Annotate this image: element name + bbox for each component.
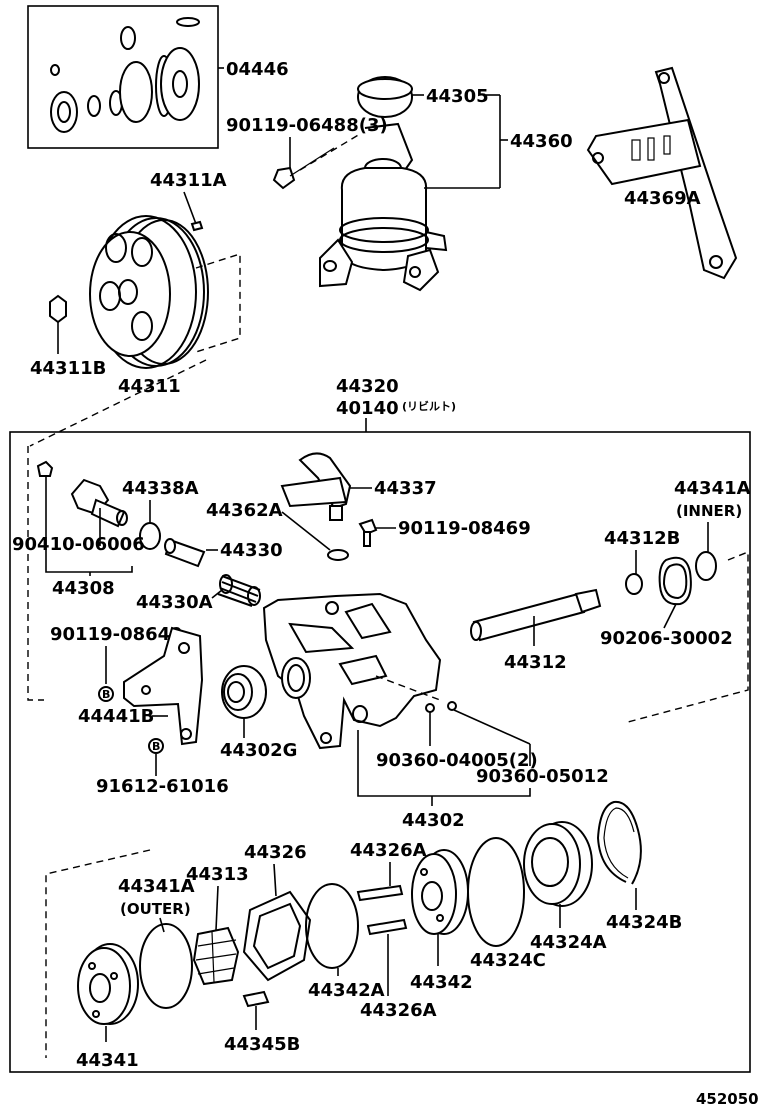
label-44341A-inner: 44341A <box>674 478 751 499</box>
label-40140-note: (リビルト) <box>402 399 456 413</box>
label-90360-04005: 90360-04005(2) <box>376 750 538 771</box>
cam-ring-44326: 44326 <box>242 842 312 982</box>
label-44337: 44337 <box>374 478 437 499</box>
bolt-90119-06488: 90119-06488(3) <box>226 115 388 190</box>
label-44312: 44312 <box>504 652 567 673</box>
valve-44308: 44338A 90410-06006 44308 <box>12 460 199 599</box>
label-44324B: 44324B <box>606 912 682 933</box>
label-90206-30002: 90206-30002 <box>600 628 733 649</box>
label-44441B: 44441B <box>78 706 154 727</box>
label-44302: 44302 <box>402 810 465 831</box>
diagram-code: 452050B <box>696 1090 760 1108</box>
oring-44362A: 44362A <box>206 500 349 561</box>
label-44360: 44360 <box>510 131 573 152</box>
label-90119-08469: 90119-08469 <box>398 518 531 539</box>
label-44320: 44320 <box>336 376 399 397</box>
label-44308: 44308 <box>52 578 115 599</box>
reservoir-assembly: 44305 44360 <box>319 76 573 292</box>
label-44362A: 44362A <box>206 500 283 521</box>
plate-44342: 44342 <box>410 849 473 993</box>
label-44311A: 44311A <box>150 170 227 191</box>
plate-44341: 44341 <box>76 943 139 1071</box>
label-90410-06006: 90410-06006 <box>12 534 145 555</box>
label-44313: 44313 <box>186 864 249 885</box>
bolt-90119-08469: 90119-08469 <box>358 518 531 547</box>
label-44338A: 44338A <box>122 478 199 499</box>
shaft-44312: 44312 <box>470 588 602 673</box>
label-44324C: 44324C <box>470 950 546 971</box>
pulley-connector <box>29 359 207 447</box>
label-90119-08649: 90119-08649 <box>50 624 183 645</box>
label-40140: 40140 <box>336 398 399 419</box>
label-44369A: 44369A <box>624 188 701 209</box>
label-04446: 04446 <box>226 59 289 80</box>
snap-ring-44324B: 44324B <box>596 800 682 933</box>
pulley-44311: 44311A 44311 44311B <box>30 170 241 397</box>
left-guide <box>27 446 44 701</box>
label-90119-06488: 90119-06488(3) <box>226 115 388 136</box>
kit-box <box>27 5 219 149</box>
label-44326A-top: 44326A <box>350 840 427 861</box>
oring-44342A: 44342A <box>305 883 385 1001</box>
cover-44324A: 44324A <box>523 821 607 953</box>
label-outer: (OUTER) <box>120 900 191 918</box>
pin-44345B: 44345B <box>224 990 300 1055</box>
right-seals: 44341A (INNER) 44312B 90206-30002 <box>600 478 751 723</box>
oring-44324C: 44324C <box>467 837 546 971</box>
label-44326A-bottom: 44326A <box>360 1000 437 1021</box>
oring-44341A-outer: 44341A (OUTER) <box>118 876 195 1009</box>
label-90360-05012: 90360-05012 <box>476 766 609 787</box>
rotor-44313: 44313 <box>186 864 249 986</box>
circle-b-1: B <box>102 688 110 701</box>
pins-44326A: 44326A 44326A <box>350 840 437 1021</box>
label-inner: (INNER) <box>676 502 742 520</box>
label-44330A: 44330A <box>136 592 213 613</box>
bracket-44369A: 44369A <box>586 66 738 280</box>
label-44342A: 44342A <box>308 980 385 1001</box>
label-44330: 44330 <box>220 540 283 561</box>
pump-assembly-box <box>9 431 751 1073</box>
label-44311B: 44311B <box>30 358 106 379</box>
label-44305: 44305 <box>426 86 489 107</box>
label-44341: 44341 <box>76 1050 139 1071</box>
label-44345B: 44345B <box>224 1034 300 1055</box>
label-44311: 44311 <box>118 376 181 397</box>
bracket-44441B: 90119-08649 B 44441B B 91612-61016 <box>50 624 229 797</box>
bottom-left-guide <box>45 849 151 1058</box>
bearing-44302G: 44302G <box>220 665 297 761</box>
label-91612-61016: 91612-61016 <box>96 776 229 797</box>
plunger-44330: 44330 44330A <box>136 538 283 613</box>
circle-b-2: B <box>152 740 160 753</box>
label-44302G: 44302G <box>220 740 297 761</box>
label-44324A: 44324A <box>530 932 607 953</box>
seal-kit-04446: 04446 <box>27 5 289 149</box>
label-44341A-outer: 44341A <box>118 876 195 897</box>
label-44312B: 44312B <box>604 528 680 549</box>
label-44342: 44342 <box>410 972 473 993</box>
fitting-44337: 44337 <box>280 452 437 521</box>
label-44326: 44326 <box>244 842 307 863</box>
pump-housing-44302: 90360-04005(2) 90360-05012 44302 <box>262 592 609 831</box>
